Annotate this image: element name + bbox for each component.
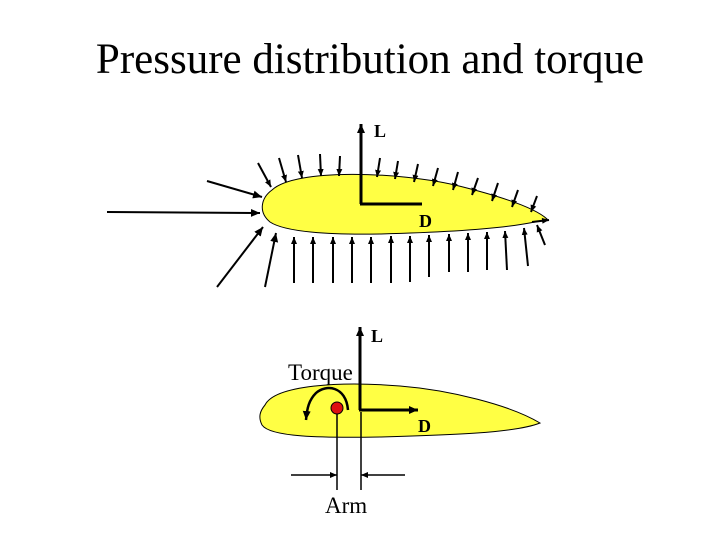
- pressure-arrow: [216, 226, 264, 288]
- pressure-arrows-leading-edge: [106, 180, 279, 288]
- arm-dimension: [291, 412, 405, 490]
- pressure-arrow: [317, 153, 324, 177]
- lift-label-top: L: [374, 121, 386, 141]
- pressure-arrow: [471, 177, 479, 196]
- drag-label-bottom: D: [418, 416, 431, 436]
- pressure-arrow: [106, 208, 261, 217]
- slide-title: Pressure distribution and torque: [95, 36, 645, 83]
- pressure-arrow: [530, 195, 538, 213]
- pressure-arrow: [521, 227, 529, 267]
- pivot-point: [330, 401, 344, 415]
- drag-label-top: D: [419, 211, 432, 231]
- pressure-arrows-upper: [257, 153, 538, 213]
- pressure-arrow: [264, 232, 279, 288]
- pressure-arrow: [491, 182, 499, 202]
- force-vectors-top: [357, 124, 422, 206]
- pressure-arrow: [511, 189, 519, 208]
- pressure-arrow: [393, 160, 400, 180]
- pressure-arrow: [257, 162, 272, 188]
- pressure-arrow: [336, 155, 343, 177]
- pressure-arrow: [412, 163, 419, 183]
- pressure-arrow: [451, 171, 459, 191]
- torque-diagram: L D Torque Arm: [259, 326, 542, 518]
- pressure-arrow: [375, 157, 382, 178]
- pressure-arrow: [297, 154, 304, 179]
- pressure-arrow: [531, 217, 550, 224]
- lift-label-bottom: L: [371, 326, 383, 346]
- pressure-arrow: [278, 157, 287, 183]
- pressure-arrow: [431, 167, 439, 187]
- pressure-arrow: [206, 180, 263, 199]
- force-vectors-bottom: [356, 327, 418, 414]
- torque-label: Torque: [288, 360, 353, 385]
- pressure-arrow: [536, 224, 546, 246]
- pressure-arrow: [502, 230, 509, 271]
- arm-label: Arm: [325, 493, 367, 518]
- pressure-diagram: L D: [106, 121, 550, 288]
- pressure-arrows-lower: [291, 217, 550, 283]
- torque-arc-icon: [302, 386, 350, 421]
